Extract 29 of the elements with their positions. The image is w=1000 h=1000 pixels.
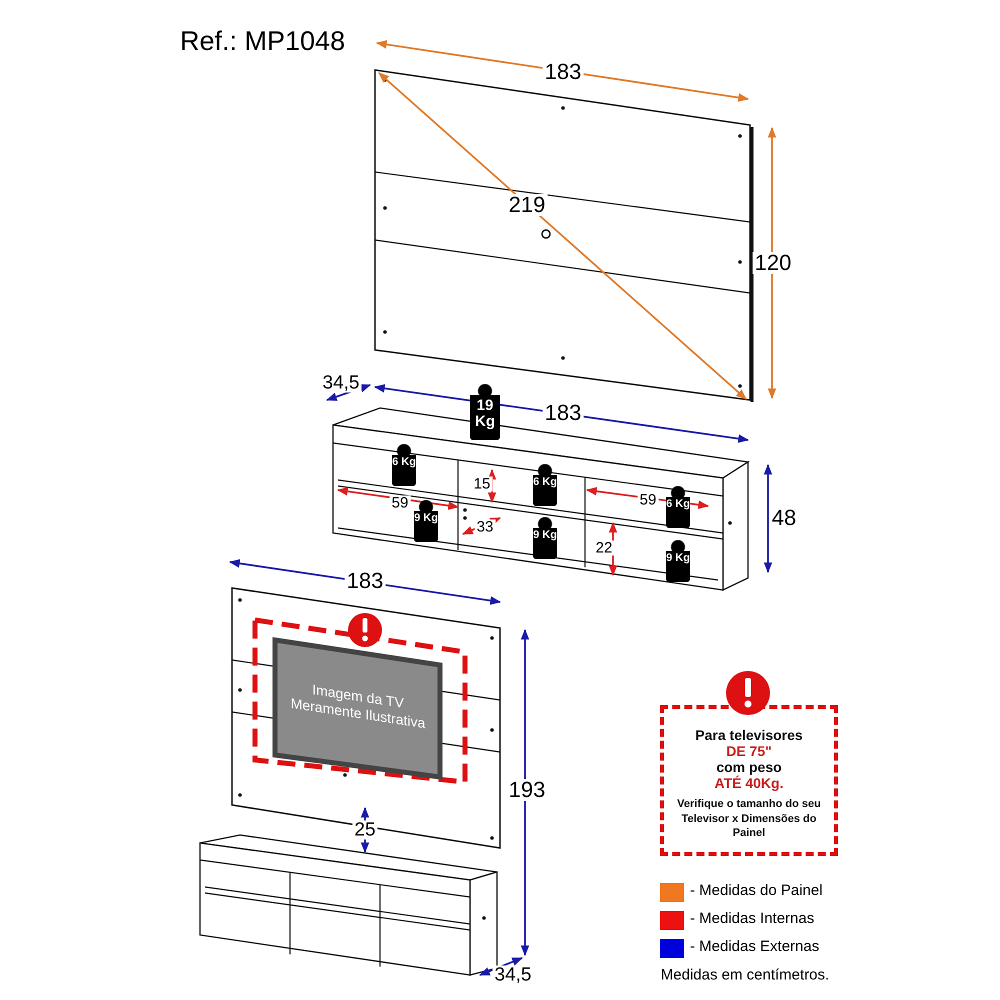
- reference-title: Ref.: MP1048: [180, 26, 346, 57]
- weight-tag: 6 Kg: [666, 486, 690, 528]
- weight-tag: 9 Kg: [666, 540, 690, 582]
- legend-text: - Medidas do Painel: [690, 882, 823, 899]
- warning-text: DE 75": [725, 743, 773, 760]
- tv-placeholder-text: Imagem da TV Meramente Ilustrativa: [278, 652, 438, 758]
- dimension-label: 34,5: [492, 966, 534, 984]
- legend-text: - Medidas Externas: [690, 938, 820, 955]
- warning-note: Verifique o tamanho do seu Televisor x Dimensões do Painel: [676, 797, 822, 840]
- weight-tag: 6 Kg: [533, 464, 557, 506]
- dimension-label: 59: [390, 496, 410, 510]
- dimension-label: 33: [474, 520, 496, 534]
- dimension-label: 59: [638, 492, 658, 508]
- dimension-label: 34,5: [320, 374, 362, 392]
- weight-tag: 6 Kg: [392, 444, 416, 486]
- weight-tag: 9 Kg: [414, 500, 438, 542]
- dimension-label: 25: [352, 820, 378, 840]
- legend-text: - Medidas Internas: [690, 910, 814, 927]
- warning-text: Para televisores: [694, 727, 804, 744]
- weight-tag: 9 Kg: [533, 517, 557, 559]
- warning-text: ATÉ 40Kg.: [714, 775, 784, 792]
- warning-box: [660, 705, 838, 856]
- dimension-label: 120: [752, 252, 794, 274]
- units-note: Medidas em centímetros.: [660, 968, 830, 982]
- weight-tag: 19 Kg: [470, 384, 500, 440]
- dimension-label: 22: [594, 540, 614, 556]
- dimension-label: 15: [472, 476, 492, 492]
- warning-text: com peso: [715, 759, 783, 776]
- dimension-label: 219: [506, 194, 548, 216]
